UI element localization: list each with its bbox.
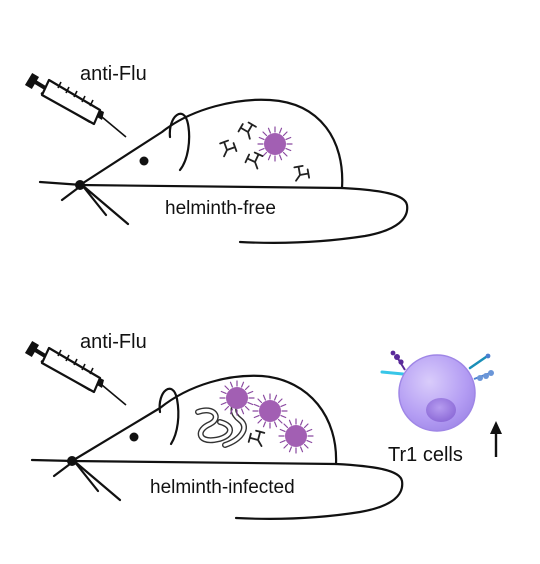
mouse-eye — [139, 156, 149, 166]
cell-label: Tr1 cells — [388, 444, 463, 466]
bottom-mouse-label: helminth-infected — [150, 477, 295, 498]
bottom-syringe-label: anti-Flu — [80, 331, 147, 353]
virus-icon — [278, 418, 314, 454]
mouse-nose — [75, 180, 85, 190]
bottom-panel: anti-Flu helminth-infected — [22, 331, 502, 520]
virus-icon — [219, 380, 255, 416]
antibody-icon — [287, 161, 314, 187]
antibody-icon — [236, 120, 260, 142]
mouse-nose — [67, 456, 77, 466]
top-mouse-label: helminth-free — [165, 198, 276, 219]
mouse-outline-helminth-infected — [30, 374, 404, 520]
top-syringe-label: anti-Flu — [80, 63, 147, 85]
tr1-cell-icon — [380, 350, 494, 432]
virus-icon — [252, 393, 288, 429]
up-arrow-icon — [490, 421, 502, 457]
antibody-icon — [244, 426, 271, 452]
top-panel: anti-Flu helminth-free — [22, 63, 409, 244]
cell-nucleus — [426, 398, 456, 422]
mouse-eye — [129, 432, 139, 442]
antibody-icon — [214, 137, 240, 162]
antibody-icon — [242, 149, 267, 173]
mouse-outline-helminth-free — [38, 98, 409, 244]
